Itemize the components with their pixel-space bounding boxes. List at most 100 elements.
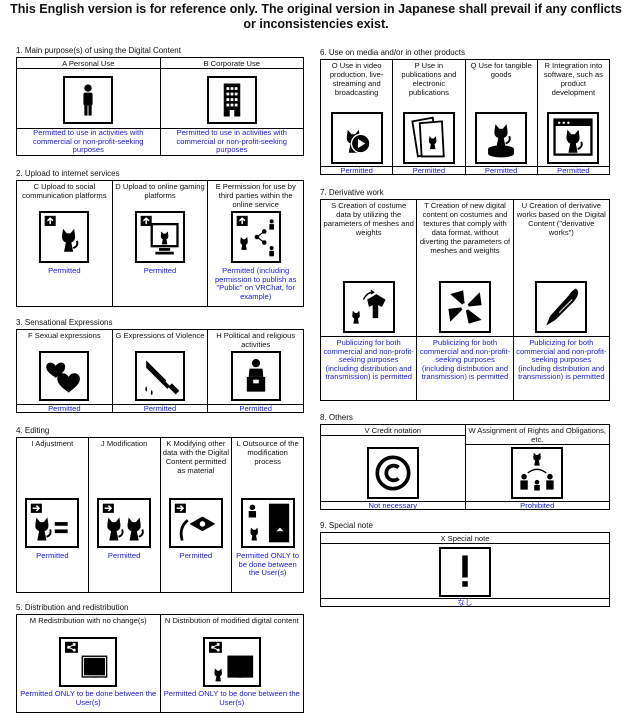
cell-label: L Outsource of the modification process	[236, 439, 299, 466]
video-icon	[330, 112, 383, 164]
cell-result: Publicizing for both commercial and non-…	[513, 336, 609, 382]
copyright-icon	[366, 447, 419, 499]
cell-label: W Assignment of Rights and Obligations, …	[465, 425, 609, 445]
cell-result: Permitted to use in activities with comm…	[17, 128, 160, 155]
section-editing: 4. Editing I Adjustment Permitted J Modi…	[16, 426, 306, 596]
section-others: 8. Others V Credit notation Not necessar…	[320, 413, 612, 513]
redistribute-icon	[59, 637, 118, 687]
cell-result: Permitted	[179, 551, 213, 560]
upload-social-icon	[39, 211, 90, 263]
cell-label: E Permission for use by third parties wi…	[215, 182, 296, 209]
cell-adjustment: I Adjustment Permitted	[17, 438, 88, 592]
cell-outsource: L Outsource of the modification process …	[231, 438, 303, 592]
cell-assignment-rights: W Assignment of Rights and Obligations, …	[464, 425, 609, 509]
section-title: 9. Special note	[320, 521, 373, 530]
cell-result: Permitted	[143, 266, 177, 275]
cell-label: S Creation of costume data by utilizing …	[323, 201, 414, 237]
cell-third-party-use: E Permission for use by third parties wi…	[207, 181, 303, 306]
knife-icon	[135, 351, 185, 401]
cell-software-use: R Integration into software, such as pro…	[536, 60, 609, 174]
person-icon	[63, 76, 114, 124]
section-derivative-work: 7. Derivative work S Creation of costume…	[320, 188, 612, 403]
podium-icon	[230, 351, 281, 401]
cell-result: Permitted to use in activities with comm…	[160, 128, 303, 155]
section-title: 7. Derivative work	[320, 188, 384, 197]
cell-distribute-modified: N Distribution of modified digital conte…	[159, 615, 304, 712]
assignment-icon	[511, 447, 564, 499]
cell-label: N Distribution of modified digital conte…	[164, 616, 299, 625]
cell-costume-data: S Creation of costume data by utilizing …	[321, 200, 417, 400]
pen-icon	[535, 281, 588, 333]
cell-label: K Modifying other data with the Digital …	[162, 439, 230, 475]
cell-result: Permitted	[17, 404, 112, 412]
section-title: 4. Editing	[16, 426, 50, 435]
section-title: 3. Sensational Expressions	[16, 318, 113, 327]
cell-label: J Modification	[100, 439, 148, 448]
cell-label: C Upload to social communication platfor…	[22, 182, 107, 200]
cell-violence: G Expressions of Violence Permitted	[111, 330, 208, 412]
building-icon	[206, 76, 257, 124]
upload-game-icon	[135, 211, 185, 263]
cell-label: R Integration into software, such as pro…	[543, 61, 603, 97]
cell-result: Permitted	[393, 166, 465, 174]
cell-upload-game: D Upload to online gaming platforms Perm…	[111, 181, 208, 306]
section-upload: 2. Upload to internet services C Upload …	[16, 169, 306, 309]
cell-result: Permitted	[36, 551, 69, 560]
cell-label: M Redistribution with no change(s)	[29, 616, 147, 625]
cell-label: H Political and religious activities	[216, 331, 296, 349]
cell-label: P Use in publications and electronic pub…	[401, 61, 457, 97]
cell-result: Permitted	[48, 266, 81, 275]
cell-label: Q Use for tangible goods	[470, 61, 532, 79]
cell-result: Publicizing for both commercial and non-…	[417, 336, 513, 382]
cell-sexual-expressions: F Sexual expressions Permitted	[17, 330, 112, 412]
cell-result: Permitted	[465, 166, 537, 174]
cell-label: O Use in video production, live-streamin…	[329, 61, 384, 97]
section-main-purpose: 1. Main purpose(s) of using the Digital …	[16, 46, 306, 161]
cell-corporate-use: B Corporate Use Permitted to use in acti…	[159, 58, 303, 155]
adjustment-icon	[25, 498, 80, 548]
section-title: 1. Main purpose(s) of using the Digital …	[16, 46, 181, 55]
cell-label: U Creation of derivative works based on …	[516, 201, 606, 237]
section-special-note: 9. Special note X Special note なし	[320, 521, 612, 609]
cell-personal-use: A Personal Use Permitted to use in activ…	[17, 58, 160, 155]
distribute-modified-icon	[202, 637, 261, 687]
hearts-icon	[39, 351, 90, 401]
section-distribution: 5. Distribution and redistribution M Red…	[16, 603, 306, 715]
cell-credit-notation: V Credit notation Not necessary	[321, 425, 465, 509]
cell-label: T Creation of new digital content on cos…	[419, 201, 511, 255]
section-media-use: 6. Use on media and/or in other products…	[320, 48, 612, 178]
cell-label: A Personal Use	[17, 58, 160, 69]
section-title: 8. Others	[320, 413, 353, 422]
cell-label: I Adjustment	[31, 439, 74, 448]
share-third-party-icon	[230, 211, 281, 263]
cell-redistribution: M Redistribution with no change(s) Permi…	[17, 615, 160, 712]
figure-goods-icon	[475, 112, 528, 164]
outsource-icon	[240, 498, 295, 548]
cell-result: Permitted	[208, 404, 304, 412]
cell-result: Not necessary	[321, 501, 465, 509]
cell-derivative-works: U Creation of derivative works based on …	[512, 200, 609, 400]
section-title: 2. Upload to internet services	[16, 169, 120, 178]
cell-result: Permitted	[321, 166, 393, 174]
section-title: 5. Distribution and redistribution	[16, 603, 129, 612]
section-sensational: 3. Sensational Expressions F Sexual expr…	[16, 318, 306, 415]
cell-video-use: O Use in video production, live-streamin…	[321, 60, 393, 174]
section-title: 6. Use on media and/or in other products	[320, 48, 465, 57]
cell-label: X Special note	[321, 533, 609, 544]
costume-icon	[342, 281, 395, 333]
cell-result: Permitted	[107, 551, 141, 560]
modification-icon	[97, 498, 152, 548]
cell-result: Permitted	[112, 404, 208, 412]
cell-modify-other-data: K Modifying other data with the Digital …	[159, 438, 232, 592]
cell-texture-content: T Creation of new digital content on cos…	[416, 200, 513, 400]
cell-result: Permitted ONLY to be done between the Us…	[163, 689, 300, 707]
cell-result: Permitted ONLY to be done between the Us…	[20, 689, 157, 707]
cell-result: Permitted (including permission to publi…	[214, 266, 297, 301]
publication-icon	[402, 112, 455, 164]
cell-label: G Expressions of Violence	[115, 331, 205, 340]
cell-result: Prohibited	[465, 501, 609, 509]
cell-modification: J Modification Permitted	[87, 438, 160, 592]
cell-upload-social: C Upload to social communication platfor…	[17, 181, 112, 306]
cell-result: なし	[321, 598, 609, 606]
texture-icon	[438, 281, 491, 333]
